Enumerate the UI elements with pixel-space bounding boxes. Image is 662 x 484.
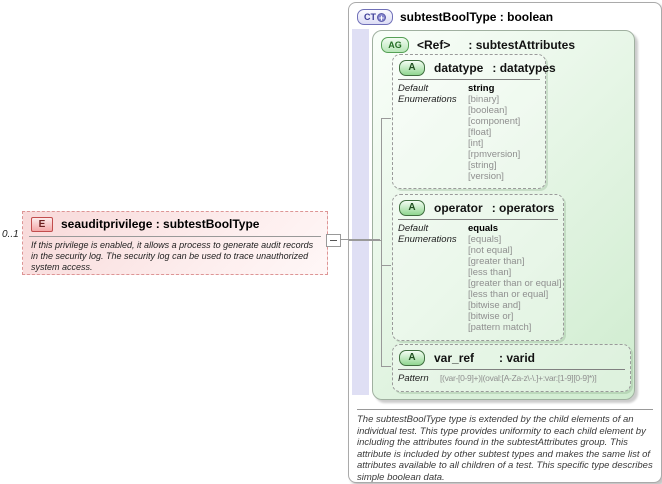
complextype-node-subtestbooltype[interactable]: CT + subtestBoolType : boolean AG <Ref> … xyxy=(348,2,662,483)
ct-title: subtestBoolType : boolean xyxy=(400,10,554,24)
attribute-name: operator xyxy=(434,200,483,215)
enum-value: [bitwise or] xyxy=(468,311,514,322)
attribute-name: datatype xyxy=(434,60,484,75)
minus-icon xyxy=(330,240,337,241)
ag-type-label: : subtestAttributes xyxy=(468,38,576,52)
enum-value: [greater than or equal] xyxy=(468,278,562,289)
attribute-divider xyxy=(398,219,558,220)
connector-line xyxy=(340,239,380,240)
attribute-group-icon: AG xyxy=(381,37,409,53)
attribute-facets: Pattern [(var-[0-9]+)|(oval:[A-Za-z\-\.]+… xyxy=(393,372,630,384)
enum-value: [string] xyxy=(468,160,497,171)
facet-pattern-value: [(var-[0-9]+)|(oval:[A-Za-z\-\.]+:var:[1… xyxy=(440,373,597,383)
attribute-header: A datatype : datatypes xyxy=(393,55,556,77)
ct-footer-divider xyxy=(357,409,653,410)
enum-value: [binary] xyxy=(468,94,500,105)
attribute-name: var_ref xyxy=(434,350,475,365)
attribute-divider xyxy=(398,79,540,80)
element-title: seauditprivilege : subtestBoolType xyxy=(61,217,260,231)
facet-label: Default xyxy=(398,83,429,94)
facet-default-value: equals xyxy=(468,223,499,234)
attribute-facets: Default string Enumerations [binary] [bool… xyxy=(393,82,545,182)
attribute-divider xyxy=(398,369,625,370)
facet-default-value: string xyxy=(468,83,495,94)
bracket-stub-datatype xyxy=(381,118,391,119)
attribute-group-subtestattributes[interactable]: AG <Ref> : subtestAttributes A datatype … xyxy=(372,30,635,400)
enum-value: [boolean] xyxy=(468,105,508,116)
enum-value: [less than] xyxy=(468,267,512,278)
attribute-icon: A xyxy=(399,59,425,76)
bracket-stub-operator xyxy=(381,265,391,266)
facet-label: Enumerations xyxy=(398,234,457,245)
ct-header: CT + subtestBoolType : boolean xyxy=(349,3,661,29)
enum-value: [version] xyxy=(468,171,504,182)
attribute-type: : varid xyxy=(499,350,536,365)
attribute-type: : datatypes xyxy=(492,60,556,75)
enum-value: [greater than] xyxy=(468,256,525,267)
facet-label: Pattern xyxy=(398,373,429,384)
attribute-operator[interactable]: A operator : operators Default equals Enu… xyxy=(392,194,564,341)
ag-header: AG <Ref> : subtestAttributes xyxy=(373,31,634,57)
element-description: If this privilege is enabled, it allows … xyxy=(31,240,314,272)
element-icon: E xyxy=(31,216,53,232)
bracket-stub-varref xyxy=(381,366,391,367)
ct-description: The subtestBoolType type is extended by … xyxy=(357,414,653,483)
enum-value: [component] xyxy=(468,116,521,127)
attribute-datatype[interactable]: A datatype : datatypes Default string Enu… xyxy=(392,54,556,189)
attribute-icon: A xyxy=(399,199,425,216)
enum-value: [rpmversion] xyxy=(468,149,521,160)
attribute-var-ref[interactable]: A var_ref : varid Pattern [(var-[0-9]+)|(… xyxy=(392,344,631,392)
enum-value: [bitwise and] xyxy=(468,300,521,311)
enum-value: [not equal] xyxy=(468,245,513,256)
enum-value: [float] xyxy=(468,127,492,138)
attribute-type: : operators xyxy=(491,200,555,215)
attribute-icon: A xyxy=(399,349,425,366)
facet-label: Default xyxy=(398,223,429,234)
attribute-facets: Default equals Enumerations [equals] [not … xyxy=(393,222,563,333)
complextype-icon: CT + xyxy=(357,9,393,25)
occurrence-label: 0..1 xyxy=(2,229,19,240)
attribute-header: A operator : operators xyxy=(393,195,563,217)
ct-left-band xyxy=(352,29,369,395)
attribute-bracket-line xyxy=(381,118,382,367)
enum-value: [pattern match] xyxy=(468,322,532,333)
ct-incoming-line xyxy=(349,240,381,241)
element-header: E seauditprivilege : subtestBoolType xyxy=(23,212,327,234)
enum-value: [int] xyxy=(468,138,484,149)
expand-icon[interactable]: + xyxy=(377,12,386,23)
ag-ref-label: <Ref> xyxy=(417,38,451,52)
enum-value: [less than or equal] xyxy=(468,289,549,300)
element-node-seauditprivilege[interactable]: E seauditprivilege : subtestBoolType If … xyxy=(22,211,328,275)
facet-label: Enumerations xyxy=(398,94,457,105)
collapse-toggle[interactable] xyxy=(326,234,341,247)
attribute-header: A var_ref : varid xyxy=(393,345,630,367)
element-divider xyxy=(29,236,321,237)
ct-icon-label: CT xyxy=(364,12,376,22)
enum-value: [equals] xyxy=(468,234,502,245)
